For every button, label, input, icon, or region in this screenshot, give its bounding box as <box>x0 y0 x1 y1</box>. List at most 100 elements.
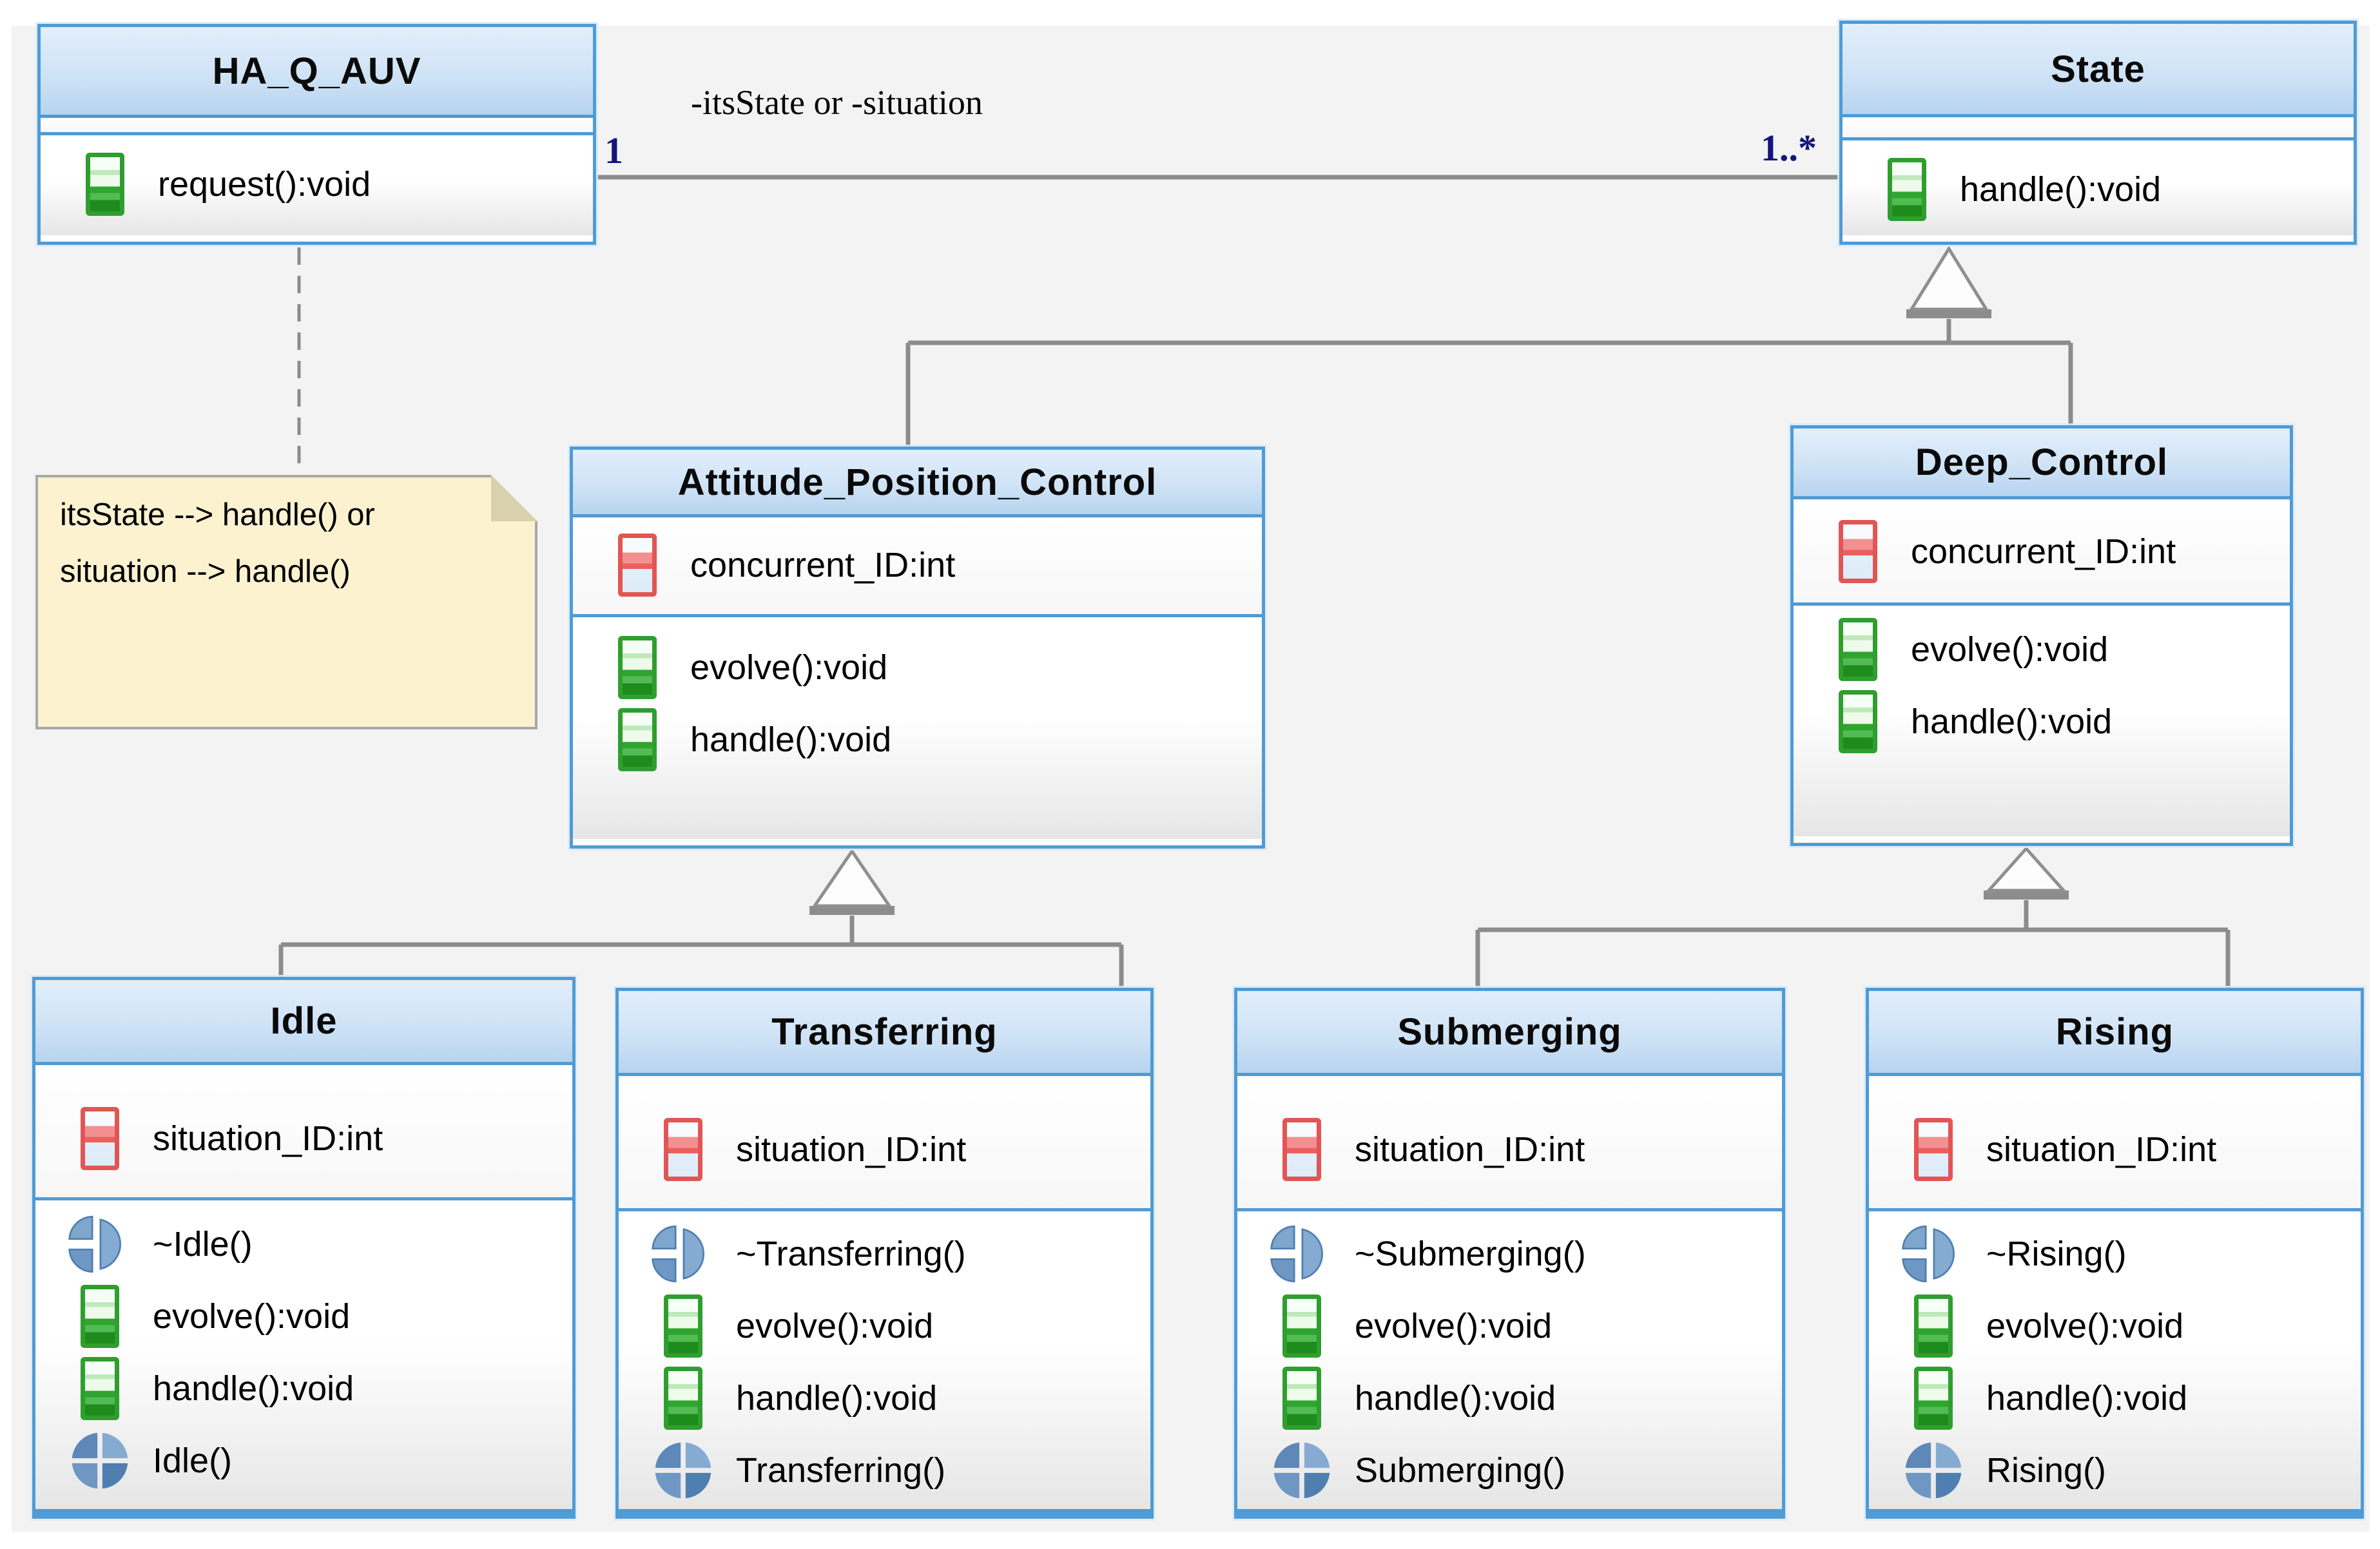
class-idle[interactable]: Idle situation_ID:int ~Idle() evolve():void… <box>32 977 576 1519</box>
multiplicity-target-label[interactable]: 1..* <box>1761 127 1817 169</box>
class-rising[interactable]: Rising situation_ID:int ~Rising()evolve():… <box>1866 988 2364 1519</box>
note-line: itsState --> handle() or <box>60 497 375 532</box>
icon-slot <box>1900 1294 1967 1358</box>
icon-slot <box>650 1367 717 1430</box>
operation-row[interactable]: handle():void <box>619 1362 1150 1434</box>
class-ha_q_auv[interactable]: HA_Q_AUV request():void <box>37 24 596 245</box>
class-submerging[interactable]: Submerging situation_ID:int ~Submerging() e… <box>1234 988 1785 1519</box>
operation-row[interactable]: evolve():void <box>1237 1290 1782 1362</box>
operation-row[interactable]: evolve():void <box>1869 1290 2361 1362</box>
constructor-icon <box>1905 1442 1962 1499</box>
public-operation-icon <box>1839 690 1877 753</box>
public-operation-icon <box>664 1294 702 1358</box>
constructor-icon <box>72 1432 128 1489</box>
icon-slot <box>1873 158 1940 221</box>
icon-slot <box>72 153 139 216</box>
operation-row[interactable]: handle():void <box>1869 1362 2361 1434</box>
operation-row[interactable]: Transferring() <box>619 1434 1150 1506</box>
icon-slot <box>1268 1367 1335 1430</box>
operation-row[interactable]: handle():void <box>35 1352 572 1425</box>
operation-row[interactable]: request():void <box>41 148 593 220</box>
operation-row[interactable]: handle():void <box>573 704 1262 776</box>
multiplicity-source-label[interactable]: 1 <box>605 130 623 171</box>
member-label: evolve():void <box>153 1297 351 1336</box>
class-title-submerging[interactable]: Submerging <box>1237 991 1782 1076</box>
operation-row[interactable]: ~Rising() <box>1869 1218 2361 1290</box>
operation-row[interactable]: ~Transferring() <box>619 1218 1150 1290</box>
icon-slot <box>1900 1118 1967 1181</box>
class-state[interactable]: State handle():void <box>1839 21 2357 245</box>
icon-slot <box>1824 520 1891 583</box>
class-title-rising[interactable]: Rising <box>1869 991 2361 1076</box>
destructor-icon <box>652 1225 704 1283</box>
operation-row[interactable]: evolve():void <box>1794 613 2290 686</box>
member-label: ~Transferring() <box>736 1235 966 1273</box>
attribute-row[interactable]: concurrent_ID:int <box>1794 515 2290 588</box>
icon-slot <box>650 1118 717 1181</box>
class-title-deep_control[interactable]: Deep_Control <box>1794 428 2290 499</box>
operation-row[interactable]: Submerging() <box>1237 1434 1782 1506</box>
member-label: Submerging() <box>1355 1451 1566 1490</box>
operation-row[interactable]: Idle() <box>35 1425 572 1497</box>
icon-slot <box>1824 618 1891 681</box>
operation-row[interactable]: handle():void <box>1794 686 2290 758</box>
member-label: evolve():void <box>1355 1307 1553 1345</box>
class-title-transferring[interactable]: Transferring <box>619 991 1150 1076</box>
public-operation-icon <box>1914 1294 1953 1358</box>
generalization-deepcontrol-tree[interactable] <box>1475 846 2230 990</box>
public-operation-icon <box>1839 618 1877 681</box>
member-label: evolve():void <box>690 648 888 687</box>
operations-section: handle():void <box>1843 140 2354 235</box>
member-label: handle():void <box>736 1379 938 1418</box>
private-attribute-icon <box>1914 1118 1953 1181</box>
association-name-label[interactable]: -itsState or -situation <box>691 83 983 122</box>
icon-slot <box>66 1430 133 1492</box>
member-label: situation_ID:int <box>1355 1130 1585 1169</box>
operation-row[interactable]: ~Submerging() <box>1237 1218 1782 1290</box>
attributes-section <box>41 118 593 135</box>
operation-row[interactable]: handle():void <box>1237 1362 1782 1434</box>
icon-slot <box>66 1107 133 1170</box>
class-title-state[interactable]: State <box>1843 24 2354 117</box>
member-label: concurrent_ID:int <box>690 546 956 584</box>
note[interactable]: itsState --> handle() or situation --> h… <box>35 475 537 729</box>
icon-slot <box>1824 690 1891 753</box>
icon-slot <box>650 1294 717 1358</box>
attribute-row[interactable]: situation_ID:int <box>619 1113 1150 1186</box>
class-deep_control[interactable]: Deep_Control concurrent_ID:int evolve():vo… <box>1790 425 2293 846</box>
icon-slot <box>650 1439 717 1501</box>
constructor-icon <box>655 1442 711 1499</box>
operation-row[interactable]: Rising() <box>1869 1434 2361 1506</box>
destructor-icon <box>68 1215 121 1273</box>
icon-slot <box>66 1213 133 1275</box>
member-label: request():void <box>158 165 371 204</box>
attribute-row[interactable]: situation_ID:int <box>1869 1113 2361 1186</box>
attribute-row[interactable]: concurrent_ID:int <box>573 529 1262 601</box>
member-label: handle():void <box>1911 702 2113 741</box>
operation-row[interactable]: handle():void <box>1843 153 2354 226</box>
class-title-ha_q_auv[interactable]: HA_Q_AUV <box>41 27 593 118</box>
icon-slot <box>604 534 671 597</box>
private-attribute-icon <box>664 1118 702 1181</box>
operation-row[interactable]: ~Idle() <box>35 1208 572 1280</box>
generalization-apc-tree[interactable] <box>278 848 1124 990</box>
class-attitude_position_control[interactable]: Attitude_Position_Control concurrent_ID:i… <box>570 447 1265 849</box>
member-label: ~Idle() <box>153 1225 253 1264</box>
member-label: handle():void <box>1986 1379 2188 1418</box>
operation-row[interactable]: evolve():void <box>35 1280 572 1352</box>
private-attribute-icon <box>618 534 657 597</box>
class-title-attitude_position_control[interactable]: Attitude_Position_Control <box>573 450 1262 517</box>
class-title-idle[interactable]: Idle <box>35 980 572 1065</box>
class-transferring[interactable]: Transferring situation_ID:int ~Transferrin… <box>615 988 1154 1519</box>
attribute-row[interactable]: situation_ID:int <box>35 1102 572 1175</box>
public-operation-icon <box>86 153 124 216</box>
operations-section: evolve():void handle():void <box>1794 606 2290 836</box>
destructor-icon <box>1902 1225 1955 1283</box>
operation-row[interactable]: evolve():void <box>573 631 1262 704</box>
generalization-state-tree[interactable] <box>905 245 2073 448</box>
operation-row[interactable]: evolve():void <box>619 1290 1150 1362</box>
attribute-row[interactable]: situation_ID:int <box>1237 1113 1782 1186</box>
icon-slot <box>1268 1223 1335 1285</box>
